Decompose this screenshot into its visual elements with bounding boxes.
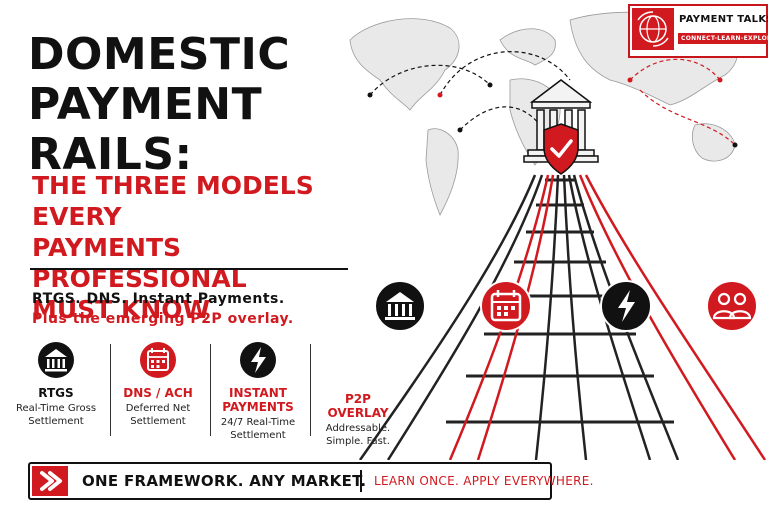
shield-check-icon xyxy=(543,123,579,175)
rail-icon-lightning xyxy=(600,280,652,332)
model-rtgs: RTGS Real-Time Gross Settlement xyxy=(10,340,102,428)
lightning-icon xyxy=(240,342,276,378)
rail-icon-calendar xyxy=(480,280,532,332)
page-title: Domestic Payment Rails: xyxy=(28,30,418,180)
banner-secondary-text: Learn once. Apply everywhere. xyxy=(374,474,594,488)
logo-title: PAYMENT TALKS xyxy=(679,14,768,25)
chevron-right-icon xyxy=(32,466,68,496)
model-desc-line: 24/7 Real-Time xyxy=(220,417,296,428)
rail-icon-bank xyxy=(374,280,426,332)
model-desc-line: Settlement xyxy=(130,416,186,427)
model-instant-payments: Instant Payments 24/7 Real-Time Settleme… xyxy=(212,340,304,442)
model-name: DNS / ACH xyxy=(112,386,204,400)
logo-slogan: CONNECT-LEARN-EXPLORE xyxy=(678,33,768,44)
title-divider xyxy=(30,268,348,270)
payment-talks-logo: PAYMENT TALKS CONNECT-LEARN-EXPLORE xyxy=(628,4,768,58)
model-name-line: Payments xyxy=(222,400,294,414)
subtitle-line-1: The three models every xyxy=(32,171,314,231)
model-separator xyxy=(110,344,111,436)
model-desc: Deferred Net Settlement xyxy=(112,402,204,428)
title-line-2: Payment Rails: xyxy=(28,79,263,180)
logo-emblem xyxy=(632,8,674,50)
model-desc-line: Settlement xyxy=(28,416,84,427)
banner-separator xyxy=(360,470,362,492)
model-separator xyxy=(210,344,211,436)
model-desc: Addressable. Simple. Fast. xyxy=(312,422,404,448)
rail-icon-people xyxy=(706,280,758,332)
subtitle-line-3: must know xyxy=(32,295,211,324)
calendar-icon xyxy=(140,342,176,378)
tagline: RTGS. DNS. Instant Payments. xyxy=(32,291,285,307)
globe-icon xyxy=(637,11,669,47)
bank-icon xyxy=(38,342,74,378)
model-name: P2P Overlay xyxy=(312,392,404,420)
model-name: Instant Payments xyxy=(212,386,304,414)
tagline-accent: Plus the emerging P2P overlay. xyxy=(32,311,294,327)
title-line-1: Domestic xyxy=(28,29,291,80)
subtitle-line-2: payments professional xyxy=(32,233,247,293)
model-name-line: P2P xyxy=(345,392,371,406)
model-dns-ach: DNS / ACH Deferred Net Settlement xyxy=(112,340,204,428)
bottom-banner: One framework. Any market. Learn once. A… xyxy=(28,462,593,500)
models-row: RTGS Real-Time Gross Settlement DNS / AC… xyxy=(10,340,390,450)
model-separator xyxy=(310,344,311,436)
model-p2p-overlay: P2P Overlay Addressable. Simple. Fast. xyxy=(312,352,404,448)
model-desc: 24/7 Real-Time Settlement xyxy=(212,416,304,442)
model-name-line: Overlay xyxy=(327,406,389,420)
model-name-line: DNS / ACH xyxy=(123,386,193,400)
route-arcs xyxy=(369,51,736,146)
model-desc-line: Simple. Fast. xyxy=(326,436,390,447)
model-name-line: Instant xyxy=(229,386,287,400)
model-desc-line: Deferred Net xyxy=(125,403,191,414)
model-desc: Real-Time Gross Settlement xyxy=(10,402,102,428)
model-desc-line: Real-Time Gross xyxy=(15,403,97,414)
model-desc-line: Settlement xyxy=(230,430,286,441)
model-desc-line: Addressable. xyxy=(325,423,391,434)
route-dots xyxy=(367,77,738,148)
model-name: RTGS xyxy=(38,386,74,400)
banner-main-text: One framework. Any market. xyxy=(82,472,367,490)
